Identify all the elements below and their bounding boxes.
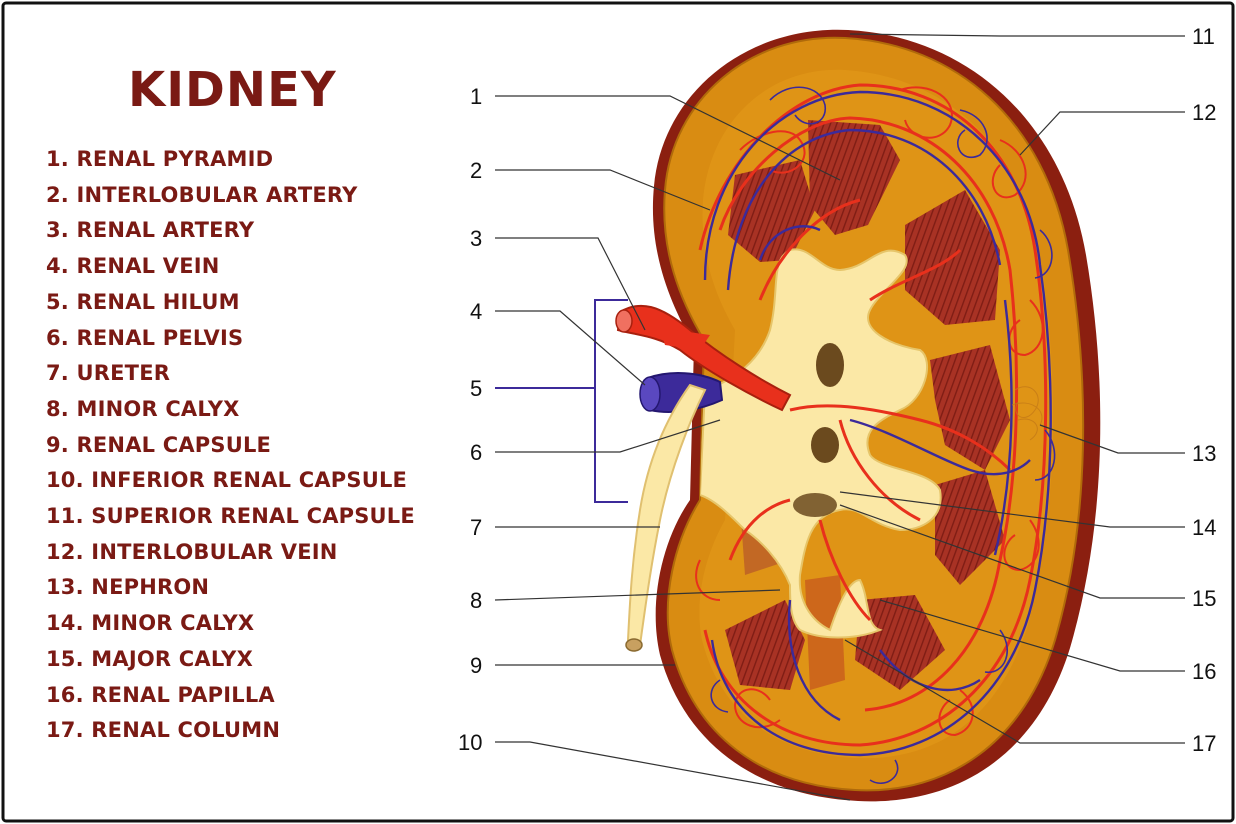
callout-2: 2 bbox=[470, 158, 482, 183]
hilum-bracket bbox=[495, 300, 628, 502]
callout-17: 17 bbox=[1192, 731, 1216, 756]
callout-10: 10 bbox=[458, 730, 482, 755]
callout-15: 15 bbox=[1192, 586, 1216, 611]
legend-item: 5. RENAL HILUM bbox=[46, 285, 415, 321]
callout-14: 14 bbox=[1192, 515, 1216, 540]
callout-13: 13 bbox=[1192, 441, 1216, 466]
callout-1: 1 bbox=[470, 84, 482, 109]
legend-item: 13. NEPHRON bbox=[46, 570, 415, 606]
legend-item: 15. MAJOR CALYX bbox=[46, 642, 415, 678]
callout-9: 9 bbox=[470, 653, 482, 678]
legend-item: 9. RENAL CAPSULE bbox=[46, 428, 415, 464]
legend-item: 7. URETER bbox=[46, 356, 415, 392]
callout-7: 7 bbox=[470, 515, 482, 540]
legend-item: 2. INTERLOBULAR ARTERY bbox=[46, 178, 415, 214]
calyx-opening bbox=[816, 343, 844, 387]
calyx-opening bbox=[811, 427, 839, 463]
legend-item: 16. RENAL PAPILLA bbox=[46, 678, 415, 714]
legend-item: 10. INFERIOR RENAL CAPSULE bbox=[46, 463, 415, 499]
callout-3: 3 bbox=[470, 226, 482, 251]
legend-item: 8. MINOR CALYX bbox=[46, 392, 415, 428]
callout-16: 16 bbox=[1192, 659, 1216, 684]
legend-item: 4. RENAL VEIN bbox=[46, 249, 415, 285]
callout-8: 8 bbox=[470, 588, 482, 613]
legend-item: 11. SUPERIOR RENAL CAPSULE bbox=[46, 499, 415, 535]
legend-item: 6. RENAL PELVIS bbox=[46, 321, 415, 357]
callout-6: 6 bbox=[470, 440, 482, 465]
legend-item: 17. RENAL COLUMN bbox=[46, 713, 415, 749]
callout-5: 5 bbox=[470, 376, 482, 401]
legend-list: 1. RENAL PYRAMID 2. INTERLOBULAR ARTERY … bbox=[46, 142, 415, 749]
callout-11: 11 bbox=[1192, 24, 1215, 49]
legend-item: 12. INTERLOBULAR VEIN bbox=[46, 535, 415, 571]
legend-item: 14. MINOR CALYX bbox=[46, 606, 415, 642]
callout-4: 4 bbox=[470, 299, 482, 324]
legend-item: 1. RENAL PYRAMID bbox=[46, 142, 415, 178]
calyx-opening bbox=[793, 493, 837, 517]
callout-12: 12 bbox=[1192, 100, 1216, 125]
legend-item: 3. RENAL ARTERY bbox=[46, 213, 415, 249]
diagram-title: KIDNEY bbox=[128, 62, 338, 118]
